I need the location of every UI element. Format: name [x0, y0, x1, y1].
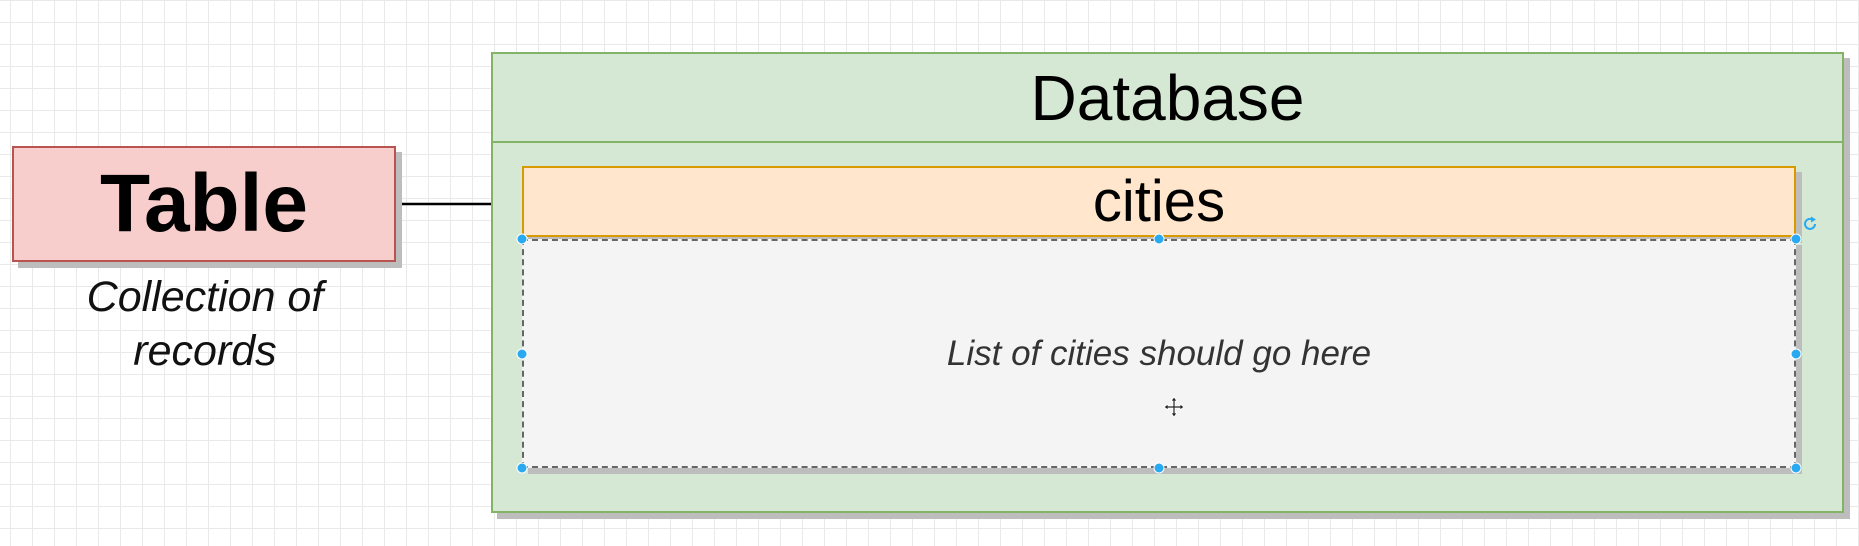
cities-table-title: cities — [1092, 168, 1226, 234]
resize-handle-bottom-right[interactable] — [1790, 462, 1802, 474]
table-caption[interactable]: Collection of records — [40, 270, 370, 378]
resize-handle-bottom-left[interactable] — [516, 462, 528, 474]
resize-handle-bottom[interactable] — [1153, 462, 1165, 474]
move-icon — [1163, 396, 1185, 418]
resize-handle-top-left[interactable] — [516, 233, 528, 245]
cities-table-header[interactable]: cities — [522, 166, 1796, 237]
table-caption-line-2: records — [133, 327, 277, 375]
table-shape-title: Table — [99, 158, 309, 249]
resize-handle-left[interactable] — [516, 348, 528, 360]
cities-placeholder-text: List of cities should go here — [946, 334, 1372, 373]
resize-handle-top[interactable] — [1153, 233, 1165, 245]
table-shape[interactable]: Table — [12, 146, 396, 262]
rotate-icon[interactable] — [1801, 215, 1819, 233]
resize-handle-right[interactable] — [1790, 348, 1802, 360]
database-title: Database — [1030, 61, 1305, 134]
table-caption-line-1: Collection of — [86, 273, 324, 321]
database-header: Database — [493, 54, 1842, 143]
cities-table-body[interactable]: List of cities should go here — [522, 239, 1796, 468]
resize-handle-top-right[interactable] — [1790, 233, 1802, 245]
